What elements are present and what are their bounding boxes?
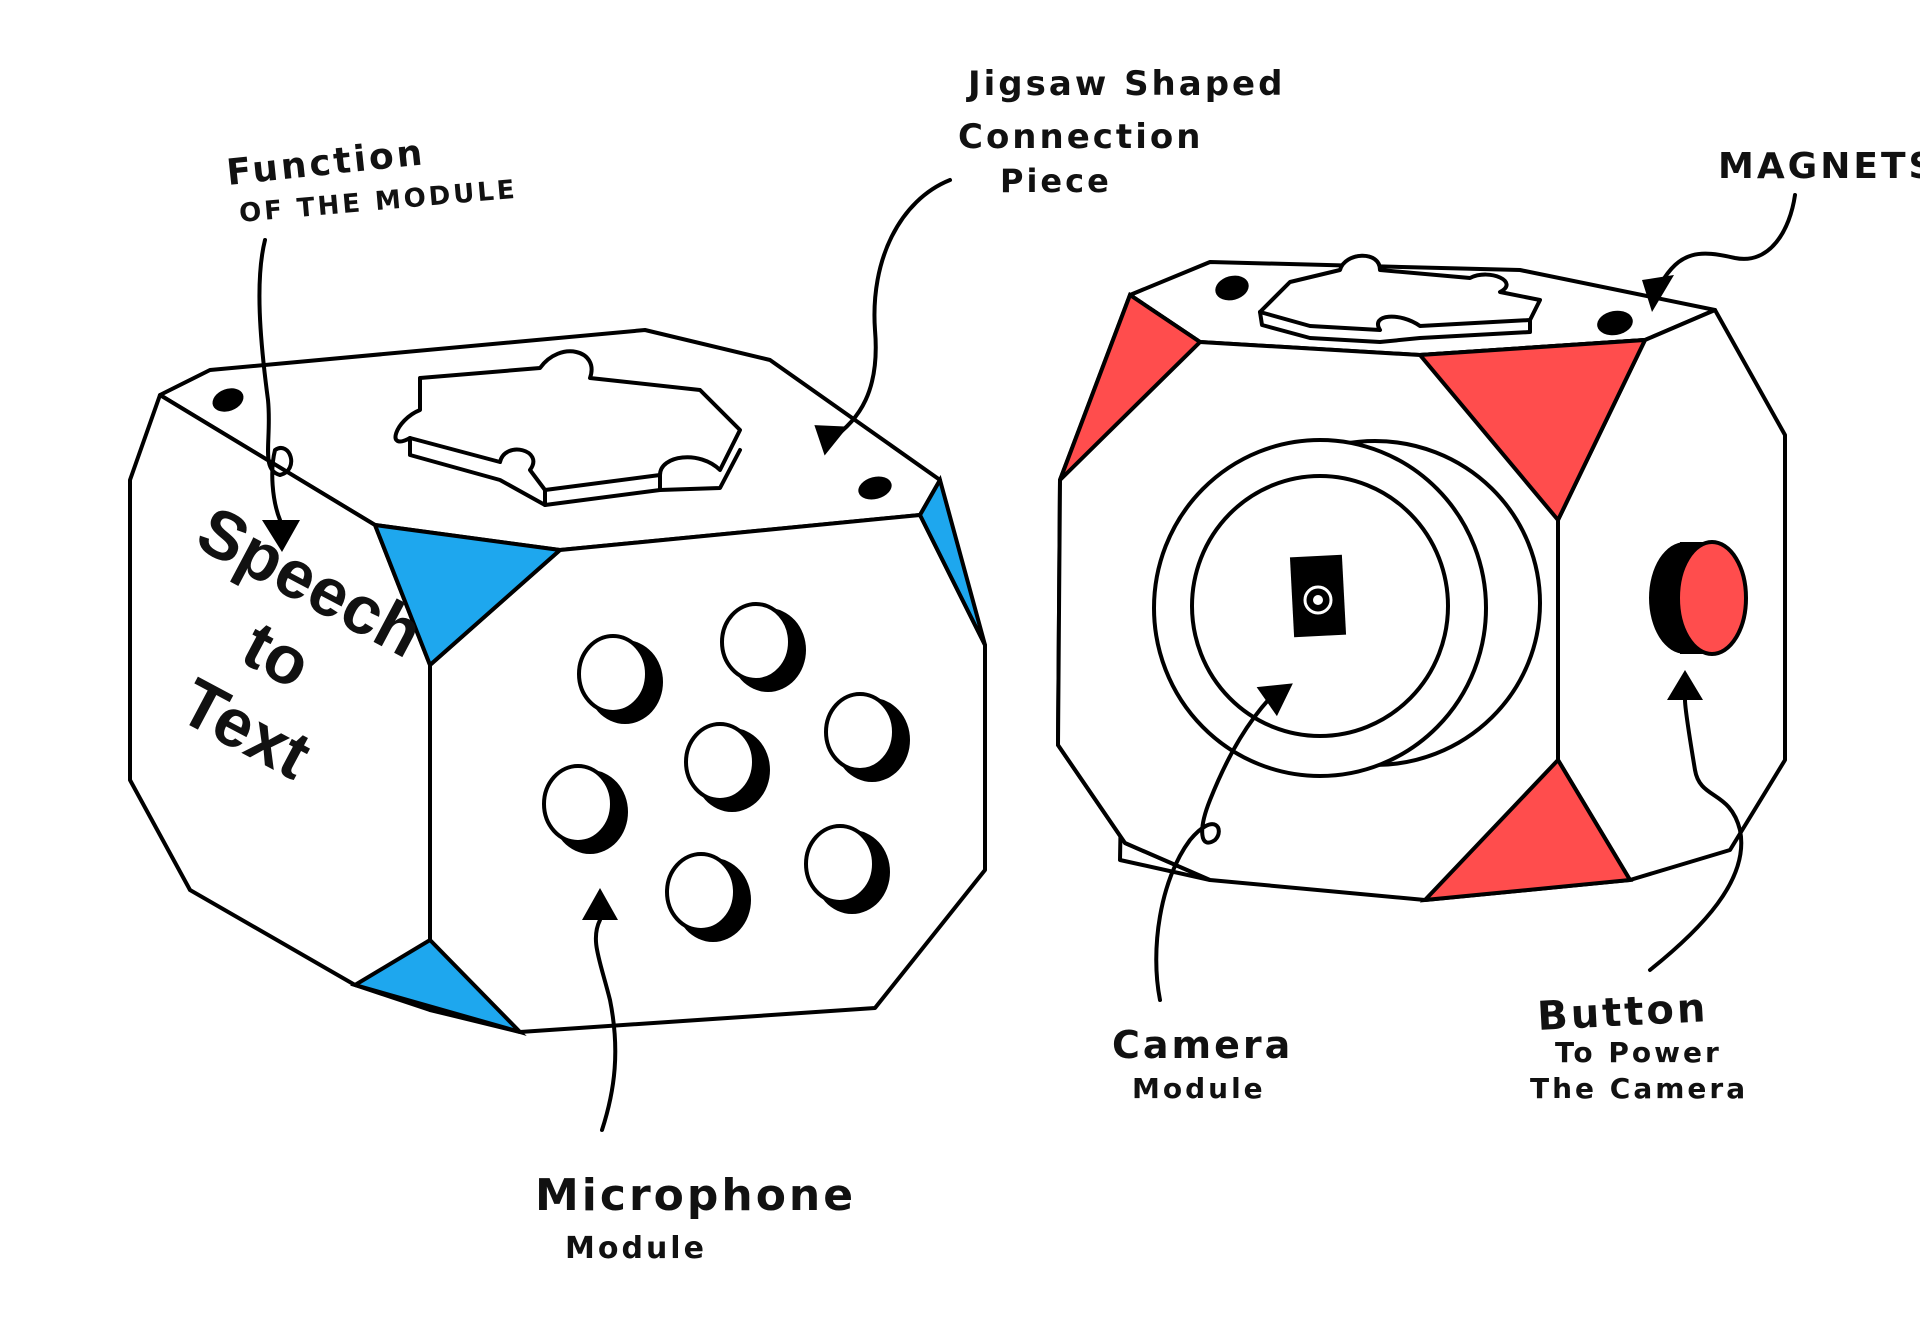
- camera-accent-bottom-right: [1419, 756, 1634, 903]
- label-jigsaw-line-1: Jigsaw Shaped: [966, 64, 1285, 104]
- label-magnets: MAGNETS: [1718, 146, 1920, 187]
- mic-holes: [542, 602, 910, 942]
- label-microphone: Microphone Module: [535, 1170, 856, 1266]
- camera-aperture: [1303, 585, 1333, 615]
- camera-jigsaw-piece: [1258, 253, 1542, 344]
- button-arrowhead: [1667, 670, 1703, 700]
- jigsaw-arrowhead: [814, 425, 848, 456]
- camera-power-button: [1649, 540, 1748, 656]
- label-jigsaw-line-2: Connection: [958, 117, 1203, 157]
- label-jigsaw: Jigsaw Shaped Connection Piece: [958, 64, 1285, 200]
- label-button-line-3: The Camera: [1530, 1072, 1748, 1105]
- mic-jigsaw-piece: [393, 349, 742, 507]
- mic-hole: [824, 692, 910, 782]
- magnets-arrowhead: [1642, 275, 1674, 312]
- label-magnets-line-1: MAGNETS: [1718, 146, 1920, 187]
- label-function: Function OF THE MODULE: [225, 132, 519, 229]
- label-camera-line-1: Camera: [1112, 1023, 1293, 1067]
- label-jigsaw-line-3: Piece: [1000, 162, 1112, 200]
- function-arrow: [257, 238, 294, 522]
- camera-accent-top-right: [1415, 337, 1649, 524]
- button-arrow: [1648, 698, 1744, 972]
- camera-arrowhead: [1256, 683, 1293, 717]
- camera-magnet-left: [1215, 275, 1249, 301]
- magnets-arrow: [1658, 193, 1797, 287]
- mic-accent-bottom-left: [350, 937, 527, 1036]
- callout-arrows: [257, 178, 1797, 1132]
- camera-lens: [1152, 438, 1542, 778]
- label-button: Button To Power The Camera: [1530, 985, 1748, 1105]
- camera-magnet-right: [1597, 310, 1633, 336]
- mic-hole: [684, 722, 770, 812]
- mic-hole: [577, 634, 663, 724]
- camera-module-block: [1056, 253, 1787, 903]
- label-microphone-line-1: Microphone: [535, 1170, 856, 1221]
- microphone-arrowhead: [582, 888, 618, 920]
- mic-magnet-right: [858, 476, 892, 500]
- camera-accent-top-left: [1058, 291, 1204, 482]
- mic-accent-top-right: [917, 474, 987, 646]
- jigsaw-arrow: [828, 178, 952, 442]
- label-camera-line-2: Module: [1132, 1072, 1266, 1105]
- mic-magnet-left: [212, 388, 244, 412]
- mic-hole: [720, 602, 806, 692]
- mic-accent-top-left: [371, 522, 565, 669]
- mic-hole: [542, 764, 628, 854]
- microphone-module-block: Speech to Text: [128, 328, 987, 1036]
- camera-arrow: [1154, 696, 1272, 1002]
- function-arrowhead: [262, 520, 300, 552]
- microphone-arrow: [593, 918, 618, 1132]
- mic-hole: [665, 852, 751, 942]
- label-microphone-line-2: Module: [565, 1231, 707, 1266]
- mic-hole: [804, 824, 890, 914]
- label-button-line-1: Button: [1536, 985, 1709, 1040]
- label-camera: Camera Module: [1112, 1023, 1293, 1105]
- label-button-line-2: To Power: [1555, 1036, 1722, 1069]
